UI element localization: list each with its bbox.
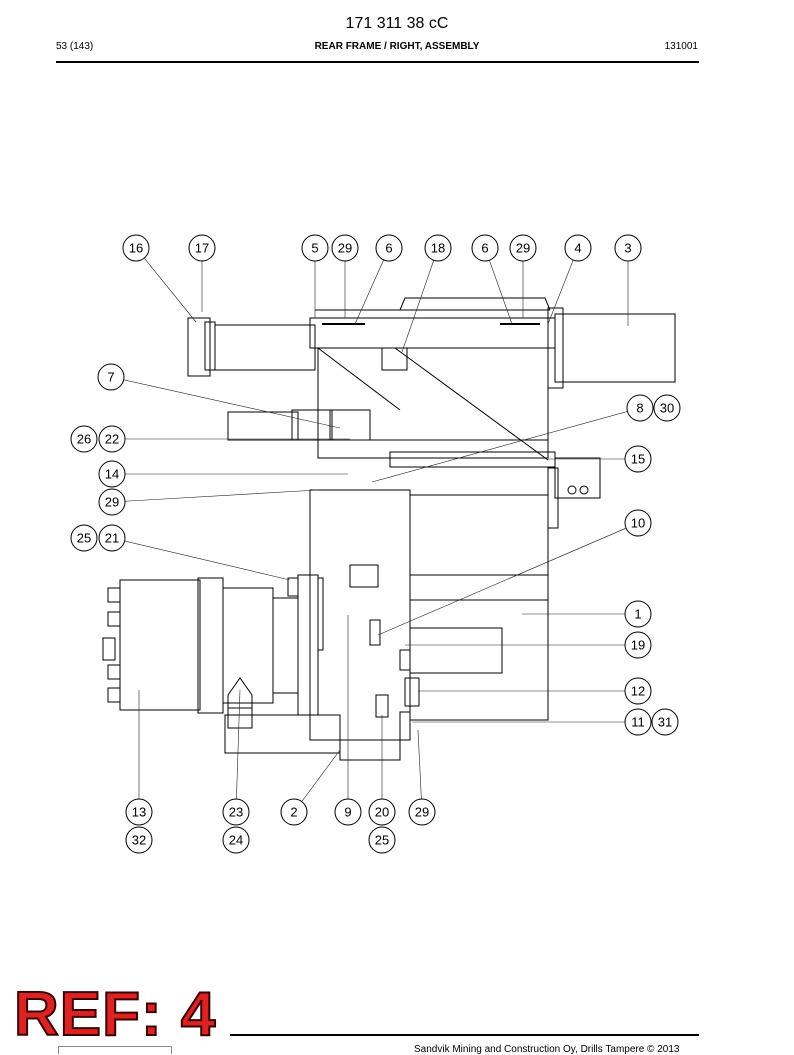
callout-label: 10 [631, 516, 645, 531]
callout-label: 12 [631, 684, 645, 699]
callout-18: 18 [424, 234, 452, 262]
callout-label: 2 [290, 805, 297, 820]
callout-14: 14 [98, 460, 126, 488]
callout-9: 9 [334, 798, 362, 826]
callout-4: 4 [564, 234, 592, 262]
callout-11: 11 [624, 708, 652, 736]
callout-29: 29 [331, 234, 359, 262]
callout-label: 29 [415, 805, 429, 820]
callout-21: 21 [98, 524, 126, 552]
callout-label: 26 [77, 432, 91, 447]
callout-29: 29 [408, 798, 436, 826]
callout-6: 6 [471, 234, 499, 262]
callout-label: 6 [481, 241, 488, 256]
callout-label: 5 [311, 241, 318, 256]
page-title: REAR FRAME / RIGHT, ASSEMBLY [314, 41, 480, 52]
callout-20: 20 [368, 798, 396, 826]
callout-label: 29 [105, 495, 119, 510]
footer-divider [230, 1034, 699, 1036]
callout-label: 31 [658, 715, 672, 730]
callout-2: 2 [280, 798, 308, 826]
callout-8: 8 [626, 394, 654, 422]
callout-label: 29 [338, 241, 352, 256]
callout-label: 16 [129, 241, 143, 256]
callout-label: 21 [105, 531, 119, 546]
callout-31: 31 [651, 708, 679, 736]
footer-copyright: Sandvik Mining and Construction Oy, Dril… [414, 1044, 680, 1055]
callout-25: 25 [368, 826, 396, 854]
brand-logo-strip [58, 1046, 172, 1054]
callout-7: 7 [97, 363, 125, 391]
callout-22: 22 [98, 425, 126, 453]
leader-lines [110, 247, 641, 813]
callout-15: 15 [624, 445, 652, 473]
callout-label: 1 [634, 607, 641, 622]
callout-26: 26 [70, 425, 98, 453]
callout-label: 20 [375, 805, 389, 820]
callout-label: 22 [105, 432, 119, 447]
callout-label: 15 [631, 452, 645, 467]
page-index: 53 (143) [56, 41, 94, 52]
callout-25: 25 [70, 524, 98, 552]
callout-label: 8 [636, 401, 643, 416]
callout-13: 13 [125, 798, 153, 826]
header-divider [56, 61, 699, 63]
part-outlines [102, 297, 676, 761]
callout-label: 7 [107, 370, 114, 385]
callout-24: 24 [222, 826, 250, 854]
callout-bubbles: 16 17 5 29 6 18 6 29 4 3 7 8 30 26 22 15… [70, 234, 681, 854]
callout-label: 4 [574, 241, 581, 256]
callout-label: 23 [229, 805, 243, 820]
date-code: 131001 [664, 41, 698, 52]
callout-label: 29 [516, 241, 530, 256]
callout-3: 3 [614, 234, 642, 262]
callout-6: 6 [375, 234, 403, 262]
callout-label: 25 [77, 531, 91, 546]
callout-label: 19 [631, 638, 645, 653]
callout-label: 25 [375, 833, 389, 848]
callout-10: 10 [624, 509, 652, 537]
callout-label: 9 [344, 805, 351, 820]
callout-label: 30 [660, 401, 674, 416]
callout-16: 16 [122, 234, 150, 262]
callout-label: 11 [631, 715, 645, 730]
document-number: 171 311 38 cC [345, 15, 449, 32]
callout-label: 18 [431, 241, 445, 256]
callout-29: 29 [98, 488, 126, 516]
callout-label: 14 [105, 467, 119, 482]
callout-29: 29 [509, 234, 537, 262]
callout-17: 17 [188, 234, 216, 262]
reference-stamp: REF: 4 [13, 980, 217, 1049]
callout-label: 17 [195, 241, 209, 256]
callout-5: 5 [301, 234, 329, 262]
callout-19: 19 [624, 631, 652, 659]
callout-12: 12 [624, 677, 652, 705]
callout-label: 32 [132, 833, 146, 848]
callout-label: 24 [229, 833, 243, 848]
callout-label: 13 [132, 805, 146, 820]
callout-1: 1 [624, 600, 652, 628]
callout-label: 3 [624, 241, 631, 256]
callout-32: 32 [125, 826, 153, 854]
callout-23: 23 [222, 798, 250, 826]
callout-label: 6 [385, 241, 392, 256]
callout-30: 30 [653, 394, 681, 422]
